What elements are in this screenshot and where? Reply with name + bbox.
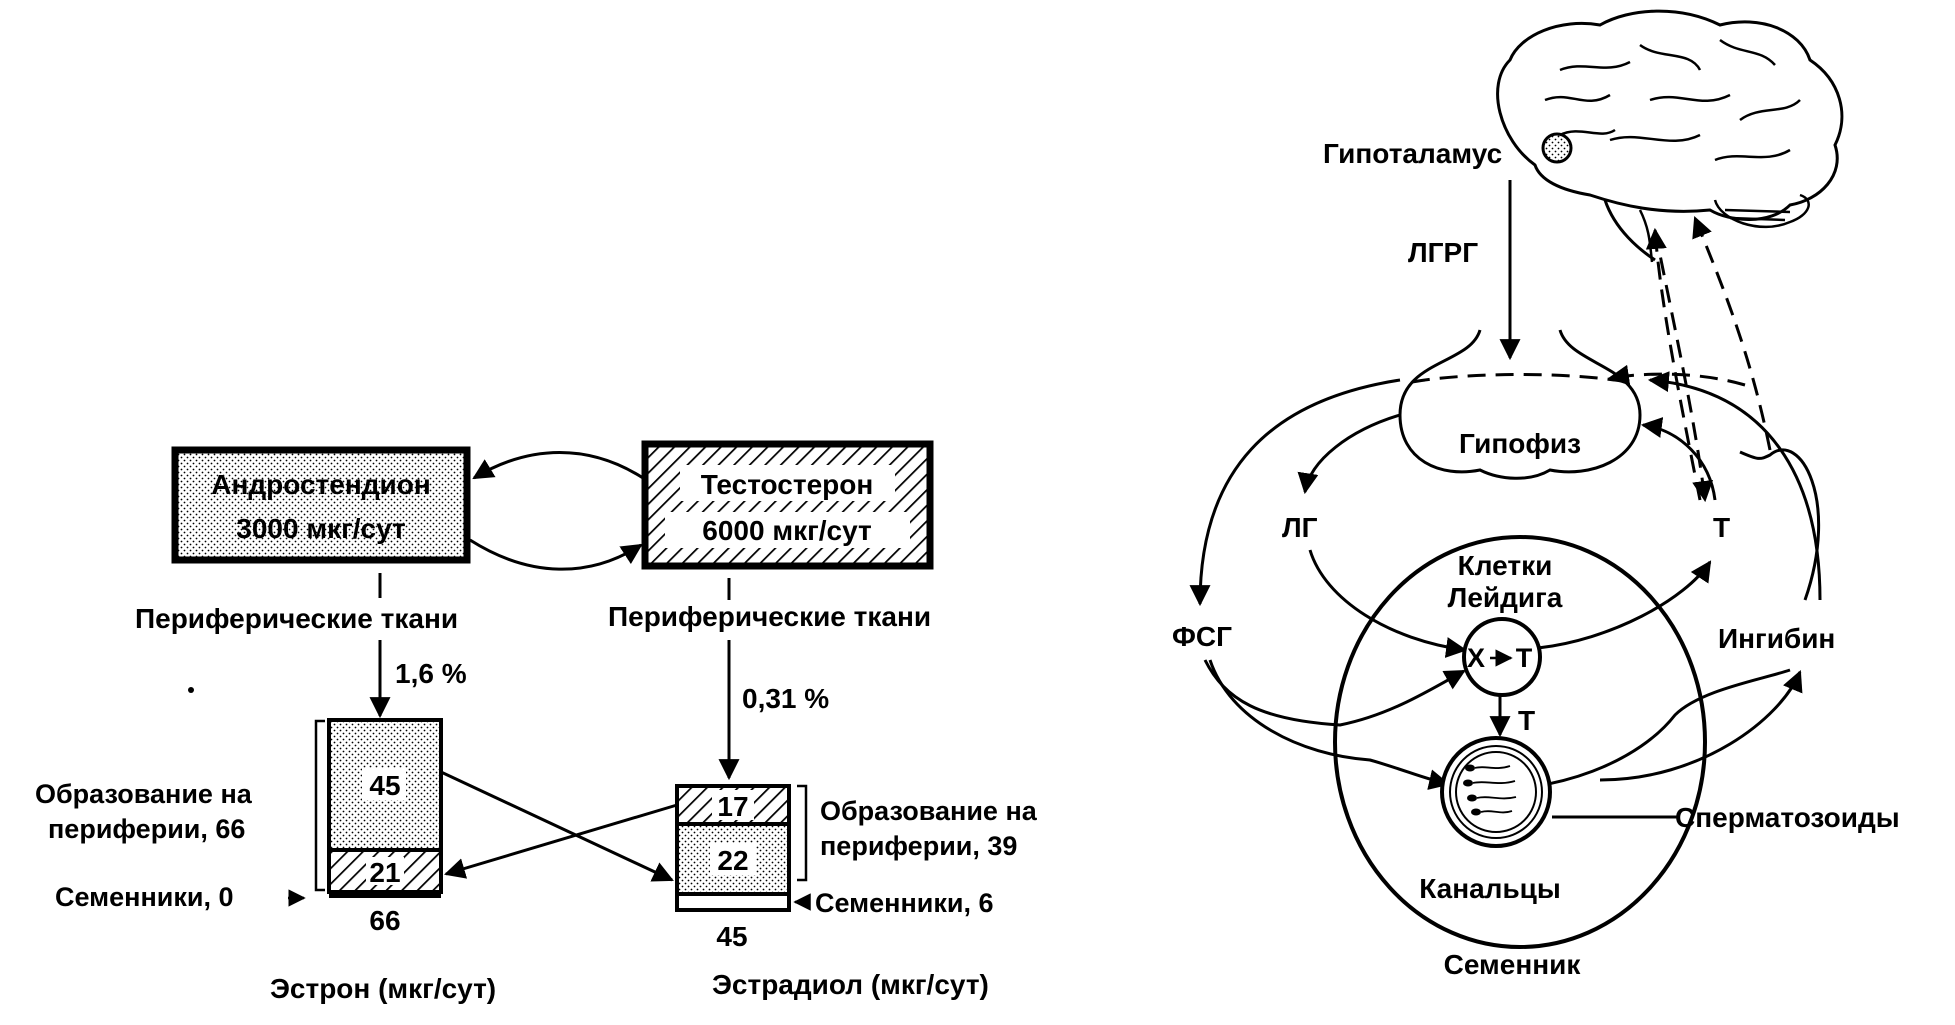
dashed-inhibin-to-pituitary <box>1607 364 1746 387</box>
fsh-label: ФСГ <box>1172 621 1232 652</box>
dashed-inhibin-to-hypothalamus <box>1692 216 1772 451</box>
estradiol-formation-line1: Образование на <box>820 796 1038 826</box>
fsh-outer-arrow <box>1189 378 1401 607</box>
estradiol-caption: Эстрадиол (мкг/сут) <box>712 969 989 1000</box>
brain-icon <box>1496 9 1844 263</box>
testosterone-to-androstenedione-arrow <box>472 451 644 480</box>
estrone-peripheral-value: 45 <box>369 770 400 801</box>
estrone-formation-line2: периферии, 66 <box>48 814 245 844</box>
testis-label: Семенник <box>1444 949 1582 980</box>
estradiol-bar: 17 22 45 <box>675 784 791 952</box>
estrone-total: 66 <box>369 905 400 936</box>
speck <box>188 687 194 693</box>
lh-top-arrow <box>1297 413 1401 495</box>
left-diagram: Андростендион 3000 мкг/сут Тестостерон 6… <box>35 440 1038 1004</box>
tubules-label: Канальцы <box>1419 873 1561 904</box>
conversion-percent-right: 0,31 % <box>742 683 829 714</box>
hypothalamus-label: Гипоталамус <box>1323 138 1502 169</box>
right-diagram: Гипоталамус ЛГРГ Гипофиз ФСГ ЛГ Т Ингиби… <box>1172 9 1900 980</box>
spermatozoa-label: Сперматозоиды <box>1675 802 1900 833</box>
inhibin-to-pituitary <box>1647 371 1822 601</box>
testis-outline <box>1333 535 1707 949</box>
estradiol-bracket <box>797 784 808 882</box>
inhibin-label: Ингибин <box>1718 623 1835 654</box>
estrone-formation-line1: Образование на <box>35 779 253 809</box>
estrone-caption: Эстрон (мкг/сут) <box>270 973 496 1004</box>
peripheral-tissues-right: Периферические ткани <box>608 601 931 632</box>
pituitary-shape: Гипофиз <box>1398 329 1642 480</box>
estradiol-total: 45 <box>716 921 747 952</box>
t-arrow-label: T <box>1518 705 1535 736</box>
peripheral-tissues-left: Периферические ткани <box>135 603 458 634</box>
conversion-percent-left: 1,6 % <box>395 658 467 689</box>
estrone-testes-label: Семенники, 0 <box>55 882 234 912</box>
estrone-to-estradiol-arrow <box>440 770 674 882</box>
hypothalamus-marker <box>1541 132 1573 164</box>
testosterone-box: Тестостерон 6000 мкг/сут <box>641 440 934 570</box>
fsh-to-tubules-arrow <box>1208 659 1451 790</box>
fsh-to-leydig-arrow <box>1203 659 1466 727</box>
estrone-bar: 45 21 66 <box>327 718 443 936</box>
testosterone-top-label: Т <box>1713 512 1730 543</box>
inhibin-arrow <box>1599 670 1803 782</box>
estradiol-mid-value: 22 <box>717 845 748 876</box>
leydig-label-line1: Клетки <box>1458 550 1553 581</box>
androstenedione-to-testosterone-arrow <box>469 538 643 571</box>
dashed-hypothalamus-to-t <box>1653 229 1714 503</box>
testosterone-out-arrow <box>1537 560 1712 650</box>
estrone-bracket <box>314 719 325 892</box>
inhibin-outer-loop-upper <box>1739 448 1821 601</box>
lh-label: ЛГ <box>1282 512 1318 543</box>
estradiol-to-estrone-arrow <box>443 803 678 879</box>
estrone-testes-value: 21 <box>369 857 400 888</box>
leydig-label-line2: Лейдига <box>1448 582 1563 613</box>
androstenedione-name: Андростендион <box>211 469 431 500</box>
pituitary-label: Гипофиз <box>1459 428 1581 459</box>
conversion-x: X <box>1467 643 1485 673</box>
lh-to-leydig-arrow <box>1308 549 1468 658</box>
androstenedione-box: Андростендион 3000 мкг/сут <box>171 446 471 564</box>
dashed-t-to-hypothalamus <box>1645 227 1702 501</box>
testosterone-rate: 6000 мкг/сут <box>702 515 871 546</box>
tubule <box>1440 736 1552 848</box>
estradiol-top-value: 17 <box>717 791 748 822</box>
conversion-t: T <box>1516 643 1533 673</box>
estradiol-formation-line2: периферии, 39 <box>820 831 1017 861</box>
estradiol-testes-label: Семенники, 6 <box>815 888 994 918</box>
spermatozoa-icon <box>1463 764 1517 816</box>
testosterone-name: Тестостерон <box>701 469 874 500</box>
androstenedione-rate: 3000 мкг/сут <box>236 513 405 544</box>
lhrh-label: ЛГРГ <box>1408 237 1478 268</box>
